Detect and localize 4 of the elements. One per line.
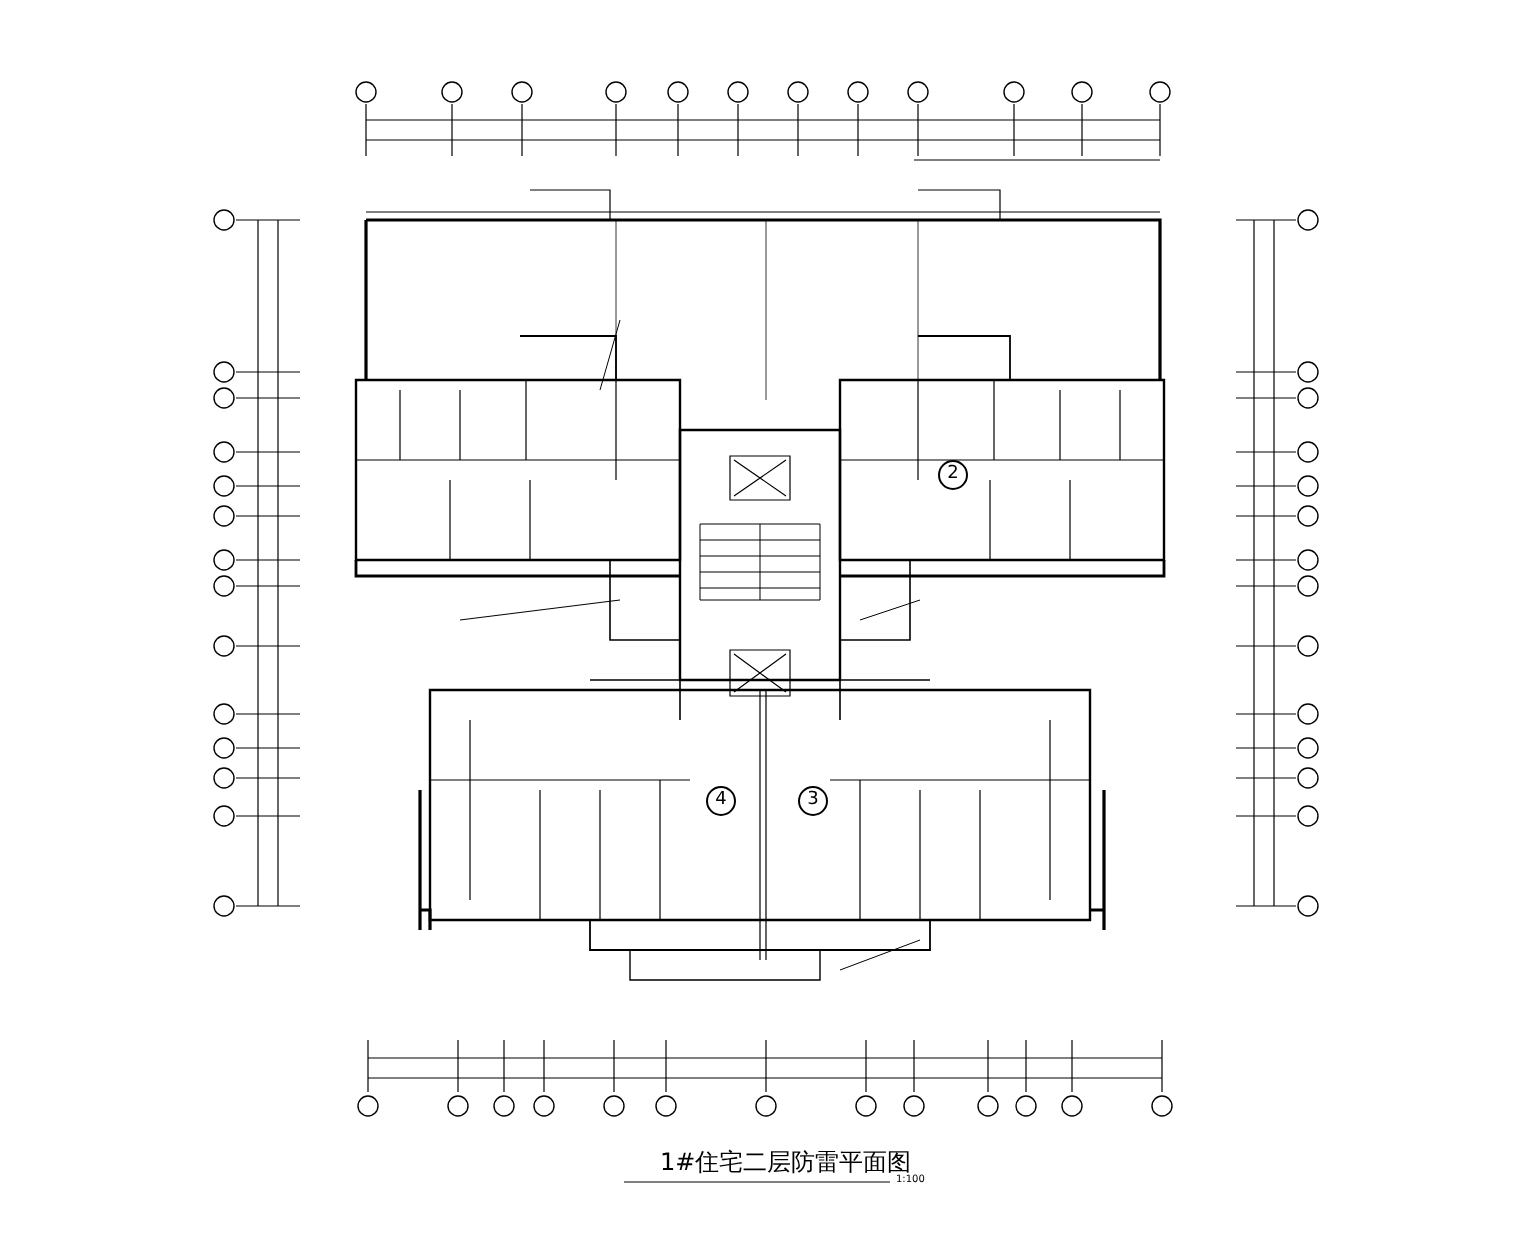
drawing-title: 1#住宅二层防雷平面图 bbox=[660, 1148, 912, 1176]
unit-number: 2 bbox=[938, 460, 968, 490]
unit-number: 4 bbox=[706, 786, 736, 816]
unit-number: 3 bbox=[798, 786, 828, 816]
